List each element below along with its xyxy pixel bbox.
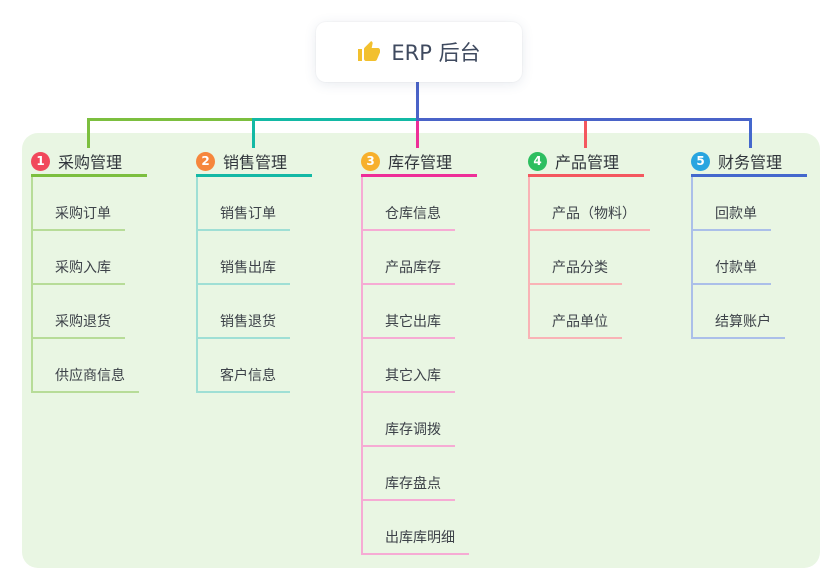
branch-badge-1: 1	[31, 151, 50, 171]
branch-badge-5: 5	[691, 151, 710, 171]
child-node[interactable]: 其它入库	[363, 339, 455, 393]
branch-children: 仓库信息 产品库存 其它出库 其它入库 库存调拨 库存盘点 出库库明细	[361, 177, 477, 555]
root-node-erp[interactable]: ERP 后台	[316, 22, 522, 82]
bus-segment-teal	[252, 118, 417, 121]
drop-line-branch-1	[87, 118, 90, 148]
child-node[interactable]: 产品（物料）	[530, 177, 650, 231]
child-node[interactable]: 出库库明细	[363, 501, 469, 555]
bus-segment-green	[87, 118, 253, 121]
branch-header-product[interactable]: 4 产品管理	[528, 148, 644, 177]
branch-badge-2: 2	[196, 151, 215, 171]
child-node[interactable]: 客户信息	[198, 339, 290, 393]
branch-children: 回款单 付款单 结算账户	[691, 177, 807, 339]
branch-children: 销售订单 销售出库 销售退货 客户信息	[196, 177, 312, 393]
child-node[interactable]: 结算账户	[693, 285, 785, 339]
branches-group-container	[22, 133, 820, 568]
branch-finance: 5 财务管理 回款单 付款单 结算账户	[691, 148, 807, 339]
branch-label: 销售管理	[223, 153, 288, 172]
child-node[interactable]: 产品库存	[363, 231, 455, 285]
child-node[interactable]: 仓库信息	[363, 177, 455, 231]
branch-label: 财务管理	[718, 153, 783, 172]
child-node[interactable]: 回款单	[693, 177, 771, 231]
child-node[interactable]: 销售订单	[198, 177, 290, 231]
branch-inventory: 3 库存管理 仓库信息 产品库存 其它出库 其它入库 库存调拨 库存盘点 出库库…	[361, 148, 477, 555]
branch-product: 4 产品管理 产品（物料） 产品分类 产品单位	[528, 148, 650, 339]
child-node[interactable]: 产品分类	[530, 231, 622, 285]
child-node[interactable]: 付款单	[693, 231, 771, 285]
branch-sales: 2 销售管理 销售订单 销售出库 销售退货 客户信息	[196, 148, 312, 393]
branch-badge-4: 4	[528, 151, 547, 171]
drop-line-branch-2	[252, 118, 255, 148]
branch-header-sales[interactable]: 2 销售管理	[196, 148, 312, 177]
drop-line-branch-3	[416, 121, 419, 148]
branch-badge-3: 3	[361, 151, 380, 171]
child-node[interactable]: 库存调拨	[363, 393, 455, 447]
child-node[interactable]: 采购订单	[33, 177, 125, 231]
child-node[interactable]: 其它出库	[363, 285, 455, 339]
child-node[interactable]: 产品单位	[530, 285, 622, 339]
drop-line-branch-5	[749, 118, 752, 148]
branch-children: 采购订单 采购入库 采购退货 供应商信息	[31, 177, 147, 393]
child-node[interactable]: 销售出库	[198, 231, 290, 285]
thumbs-up-icon	[357, 40, 381, 64]
child-node[interactable]: 库存盘点	[363, 447, 455, 501]
child-node[interactable]: 供应商信息	[33, 339, 139, 393]
bus-segment-blue	[416, 118, 752, 121]
drop-line-branch-4	[584, 121, 587, 148]
branch-header-inventory[interactable]: 3 库存管理	[361, 148, 477, 177]
child-node[interactable]: 采购退货	[33, 285, 125, 339]
branch-label: 产品管理	[555, 153, 620, 172]
root-connector-line	[416, 82, 419, 121]
root-node-label: ERP 后台	[391, 41, 481, 65]
branch-label: 库存管理	[388, 153, 453, 172]
branch-header-purchase[interactable]: 1 采购管理	[31, 148, 147, 177]
branch-children: 产品（物料） 产品分类 产品单位	[528, 177, 650, 339]
branch-label: 采购管理	[58, 153, 123, 172]
child-node[interactable]: 销售退货	[198, 285, 290, 339]
child-node[interactable]: 采购入库	[33, 231, 125, 285]
branch-purchase: 1 采购管理 采购订单 采购入库 采购退货 供应商信息	[31, 148, 147, 393]
branch-header-finance[interactable]: 5 财务管理	[691, 148, 807, 177]
